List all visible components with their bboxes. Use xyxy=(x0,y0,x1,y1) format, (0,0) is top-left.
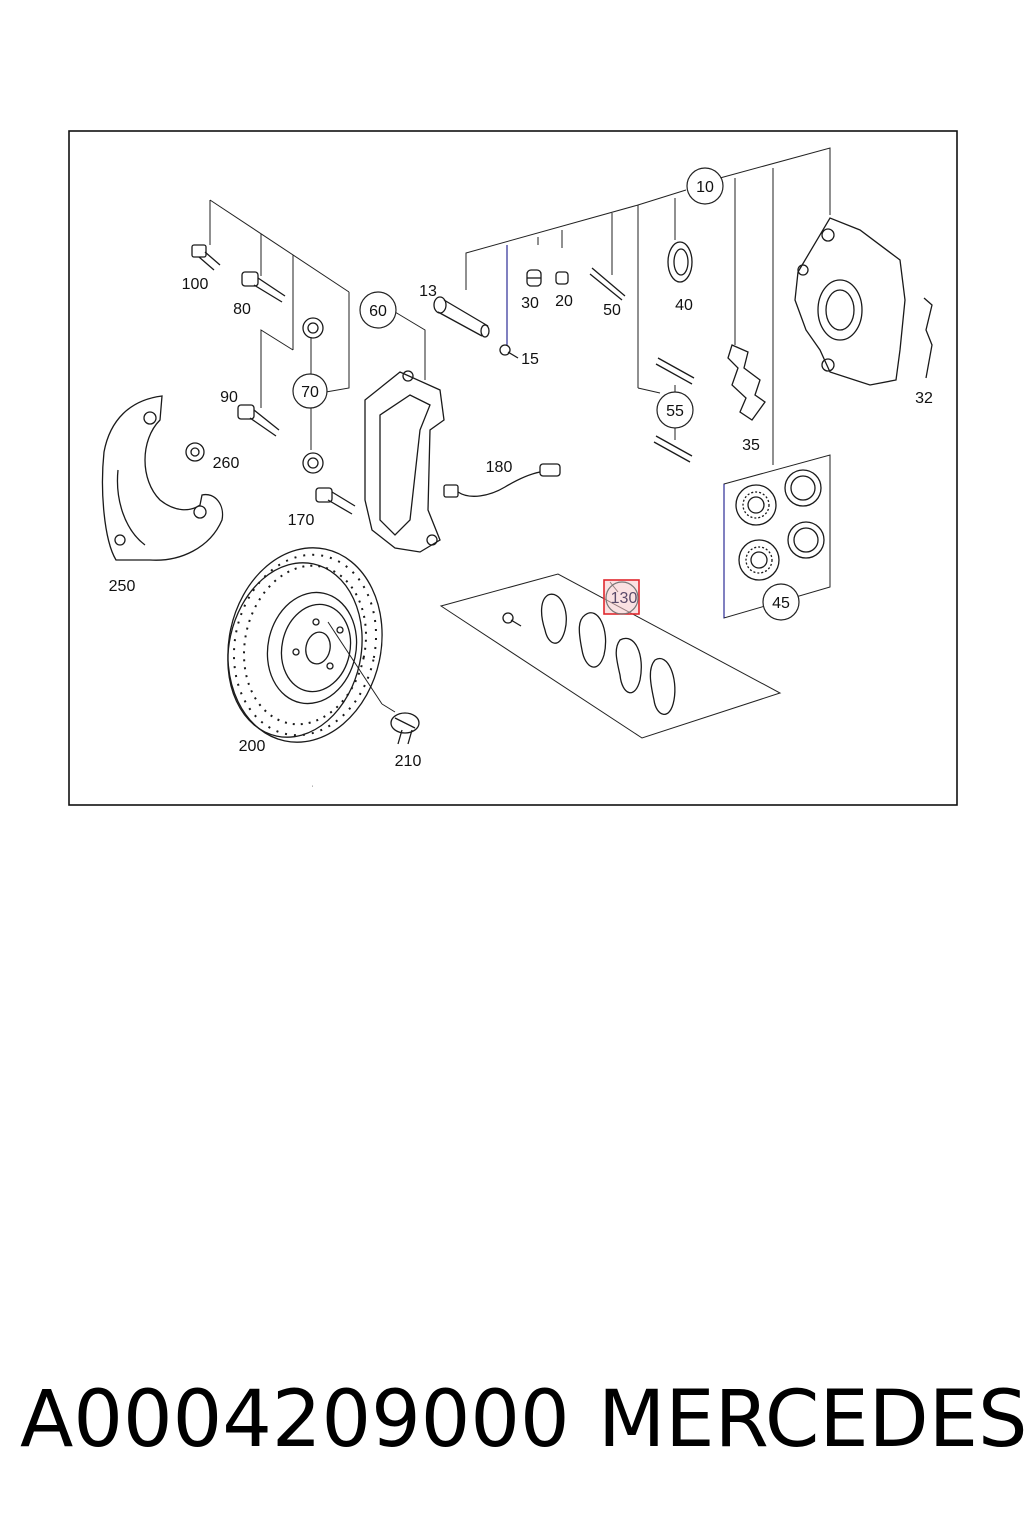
pin-55-top xyxy=(655,357,695,385)
diagram-frame xyxy=(68,130,958,806)
label-45: 45 xyxy=(772,595,790,612)
screw-210 xyxy=(390,712,420,745)
label-60: 60 xyxy=(369,303,387,320)
label-40: 40 xyxy=(675,297,693,314)
caliper-housing-10 xyxy=(794,217,906,386)
label-90: 90 xyxy=(220,389,238,406)
label-100: 100 xyxy=(182,276,209,293)
label-15: 15 xyxy=(521,351,539,368)
label-180: 180 xyxy=(486,459,513,476)
label-20: 20 xyxy=(555,293,573,310)
bushing-70-top xyxy=(302,317,324,339)
wire-spring-32 xyxy=(923,297,933,379)
parts-art: ' xyxy=(101,217,933,792)
label-32: 32 xyxy=(915,390,933,407)
label-260: 260 xyxy=(213,455,240,472)
label-130: 130 xyxy=(611,590,638,607)
brake-pads-130 xyxy=(502,593,676,715)
cap-20 xyxy=(555,271,569,285)
nut-260 xyxy=(185,442,205,462)
label-30: 30 xyxy=(521,295,539,312)
bolt-15 xyxy=(499,344,519,359)
part-number: A0004209000 xyxy=(20,1375,570,1465)
label-13: 13 xyxy=(419,283,437,300)
label-80: 80 xyxy=(233,301,251,318)
bushing-70-bottom xyxy=(302,452,324,474)
bolt-100 xyxy=(191,244,221,271)
seal-40 xyxy=(667,241,693,283)
label-70: 70 xyxy=(301,384,319,401)
callout-circles xyxy=(292,167,800,621)
brake-parts-diagram: ' 10 13 15 20 30 32 35 40 45 50 55 60 70… xyxy=(68,130,958,806)
bolt-80 xyxy=(241,271,286,303)
caption: A0004209000 MERCEDES xyxy=(0,1360,1024,1480)
svg-text:': ' xyxy=(312,786,313,792)
brand-name: MERCEDES xyxy=(598,1375,1024,1465)
pad-screw xyxy=(502,612,522,627)
pin-55-bottom xyxy=(653,435,693,463)
guide-pin-13 xyxy=(433,296,490,338)
label-250: 250 xyxy=(109,578,136,595)
label-170: 170 xyxy=(288,512,315,529)
pin-50 xyxy=(589,267,626,301)
piston-seals-45 xyxy=(735,469,825,581)
bolt-90 xyxy=(237,404,280,437)
label-55: 55 xyxy=(666,403,684,420)
label-200: 200 xyxy=(239,738,266,755)
caliper-bracket-60 xyxy=(364,370,445,553)
dust-shield-250 xyxy=(101,395,224,561)
spring-clip-35 xyxy=(727,344,766,421)
callout-labels: 10 13 15 20 30 32 35 40 45 50 55 60 70 8… xyxy=(109,179,933,770)
label-10: 10 xyxy=(696,179,714,196)
label-35: 35 xyxy=(742,437,760,454)
wear-sensor-180 xyxy=(443,463,561,498)
brake-rotor-200 xyxy=(227,547,383,743)
leader-lines xyxy=(209,147,831,739)
label-50: 50 xyxy=(603,302,621,319)
label-210: 210 xyxy=(395,753,422,770)
boot-30 xyxy=(526,269,542,287)
bolt-170 xyxy=(315,487,356,515)
